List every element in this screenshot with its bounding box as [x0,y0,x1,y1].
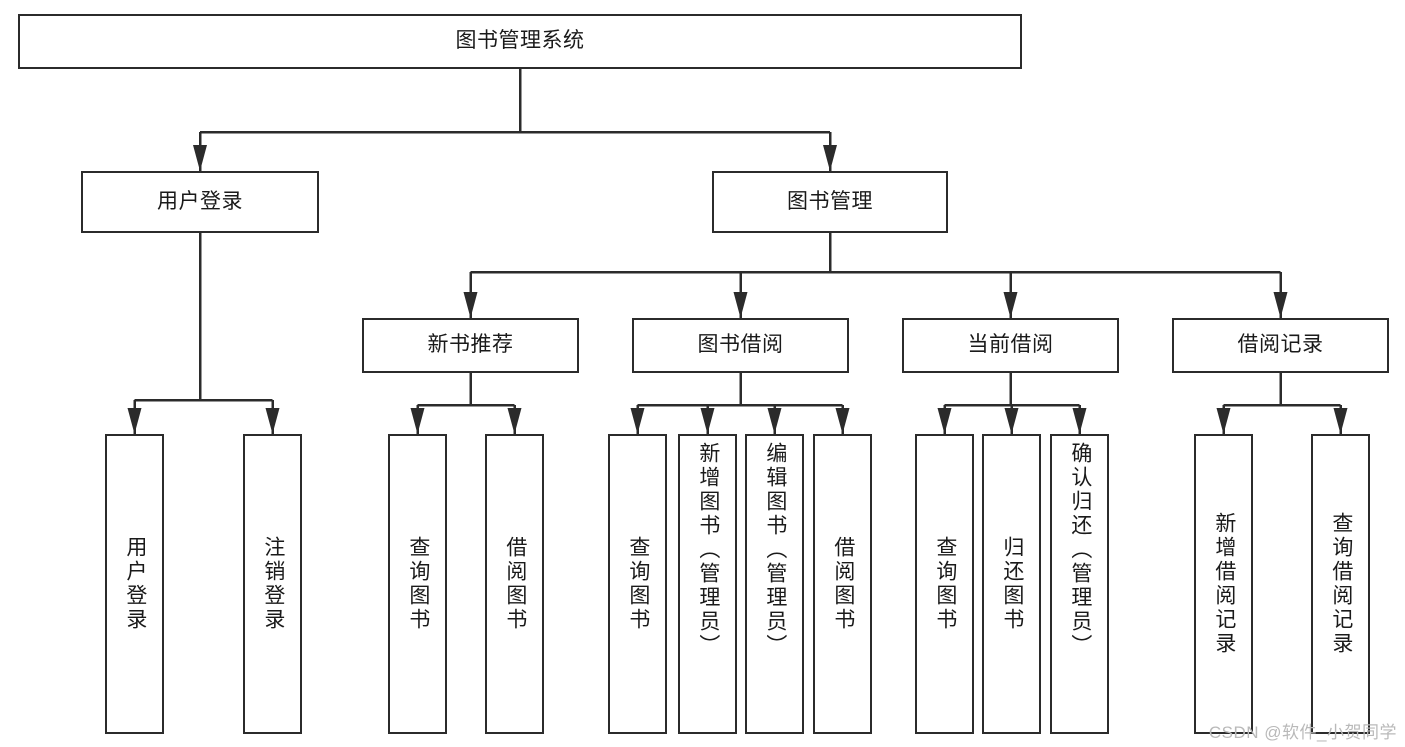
node-leaf-add-record[interactable]: 新增借阅记录 [1194,434,1253,734]
node-leaf-query-book-1[interactable]: 查询图书 [388,434,447,734]
node-leaf-edit-book[interactable]: 编辑图书（管理员） [745,434,804,734]
node-label: 借阅图书 [831,536,855,632]
node-label: 图书借阅 [697,333,784,357]
node-label: 新增图书（管理员） [696,442,720,658]
node-book-borrow[interactable]: 图书借阅 [632,318,849,373]
node-leaf-query-book-3[interactable]: 查询图书 [915,434,974,734]
node-label: 查询借阅记录 [1329,512,1353,656]
node-label: 借阅图书 [503,536,527,632]
node-new-book-rec[interactable]: 新书推荐 [362,318,579,373]
node-leaf-query-record[interactable]: 查询借阅记录 [1311,434,1370,734]
node-label: 用户登录 [123,536,147,632]
node-label: 查询图书 [933,536,957,632]
node-label: 图书管理系统 [455,29,585,53]
node-book-manage[interactable]: 图书管理 [712,171,948,233]
node-leaf-add-book[interactable]: 新增图书（管理员） [678,434,737,734]
node-label: 当前借阅 [967,333,1054,357]
node-borrow-record[interactable]: 借阅记录 [1172,318,1389,373]
node-label: 查询图书 [626,536,650,632]
node-label: 注销登录 [261,536,285,632]
node-label: 图书管理 [787,189,873,213]
node-leaf-user-login[interactable]: 用户登录 [105,434,164,734]
node-leaf-logout[interactable]: 注销登录 [243,434,302,734]
node-label: 借阅记录 [1237,333,1324,357]
node-label: 用户登录 [157,189,243,213]
node-leaf-borrow-book-1[interactable]: 借阅图书 [485,434,544,734]
node-label: 新增借阅记录 [1212,512,1236,656]
node-user-login[interactable]: 用户登录 [81,171,319,233]
node-label: 编辑图书（管理员） [763,442,787,658]
node-root[interactable]: 图书管理系统 [18,14,1022,69]
node-label: 新书推荐 [427,333,514,357]
node-leaf-confirm-return[interactable]: 确认归还（管理员） [1050,434,1109,734]
node-leaf-borrow-book-2[interactable]: 借阅图书 [813,434,872,734]
node-label: 确认归还（管理员） [1068,442,1092,658]
node-leaf-query-book-2[interactable]: 查询图书 [608,434,667,734]
node-label: 查询图书 [406,536,430,632]
node-current-borrow[interactable]: 当前借阅 [902,318,1119,373]
node-leaf-return-book[interactable]: 归还图书 [982,434,1041,734]
node-label: 归还图书 [1000,536,1024,632]
